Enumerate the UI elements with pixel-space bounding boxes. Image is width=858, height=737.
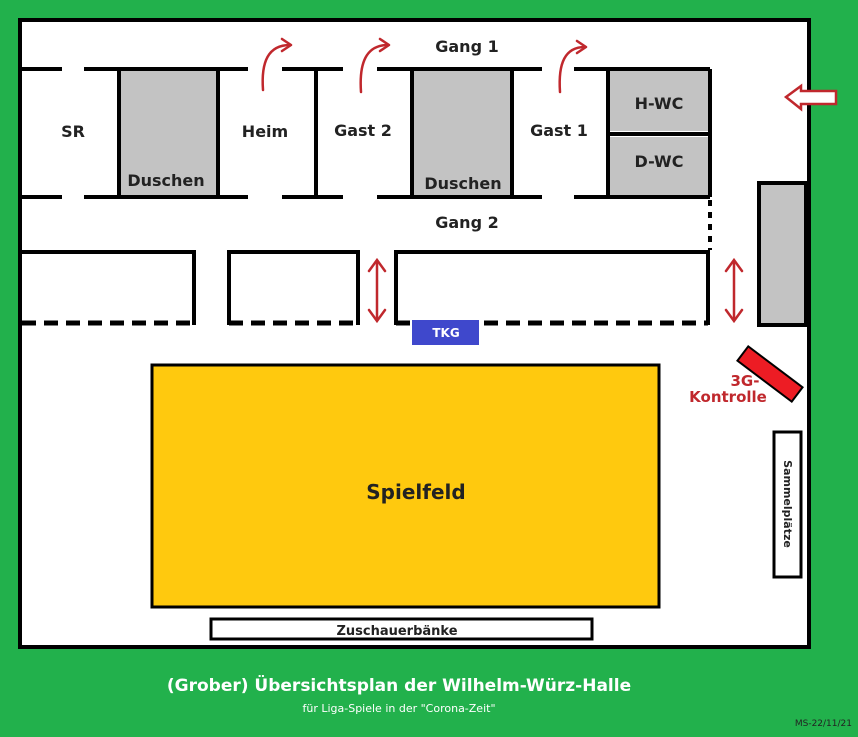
plan-title: (Grober) Übersichtsplan der Wilhelm-Würz… [166, 676, 632, 696]
check-label-line1: 3G- [731, 372, 760, 390]
room-label-gast2: Gast 2 [334, 121, 392, 140]
exit-arrow-heim [261, 43, 292, 92]
plan-id: MS-22/11/21 [794, 719, 852, 729]
plan-subtitle: für Liga-Spiele in der "Corona-Zeit" [302, 702, 496, 715]
room-label-duschen-left: Duschen [127, 171, 204, 190]
exit-arrow-gast1 [558, 45, 587, 94]
showers-left-block [121, 71, 216, 196]
room-label-heim: Heim [242, 122, 288, 141]
room-label-duschen-right: Duschen [424, 174, 501, 193]
entrance-arrow [783, 83, 838, 112]
tkg-label: TKG [432, 326, 459, 340]
storage-block [757, 181, 808, 327]
room-label-hwc: H-WC [635, 94, 684, 113]
dwc-block [610, 137, 708, 196]
field-label: Spielfeld [366, 480, 465, 504]
room-exit-arrows [261, 37, 588, 94]
room-label-dwc: D-WC [635, 152, 684, 171]
dressing-room-walls [20, 67, 712, 199]
lower-room-walls [22, 200, 712, 325]
assembly-area [772, 430, 803, 579]
playing-field [150, 363, 661, 609]
assembly-label: Sammelplätze [781, 460, 794, 548]
check-label-line2: Kontrolle [689, 388, 767, 406]
corridor-label-gang2: Gang 2 [435, 213, 498, 232]
room-label-gast1: Gast 1 [530, 121, 588, 140]
exit-arrow-gast2 [359, 43, 390, 94]
corridor-label-gang1: Gang 1 [435, 37, 498, 56]
tkg-box [412, 320, 479, 345]
spectator-benches [209, 617, 594, 641]
benches-label: Zuschauerbänke [336, 624, 457, 639]
showers-right-block [414, 71, 510, 196]
check-barrier [736, 344, 804, 404]
room-label-sr: SR [61, 122, 85, 141]
passage-arrows [367, 257, 744, 324]
hwc-block [610, 71, 708, 131]
